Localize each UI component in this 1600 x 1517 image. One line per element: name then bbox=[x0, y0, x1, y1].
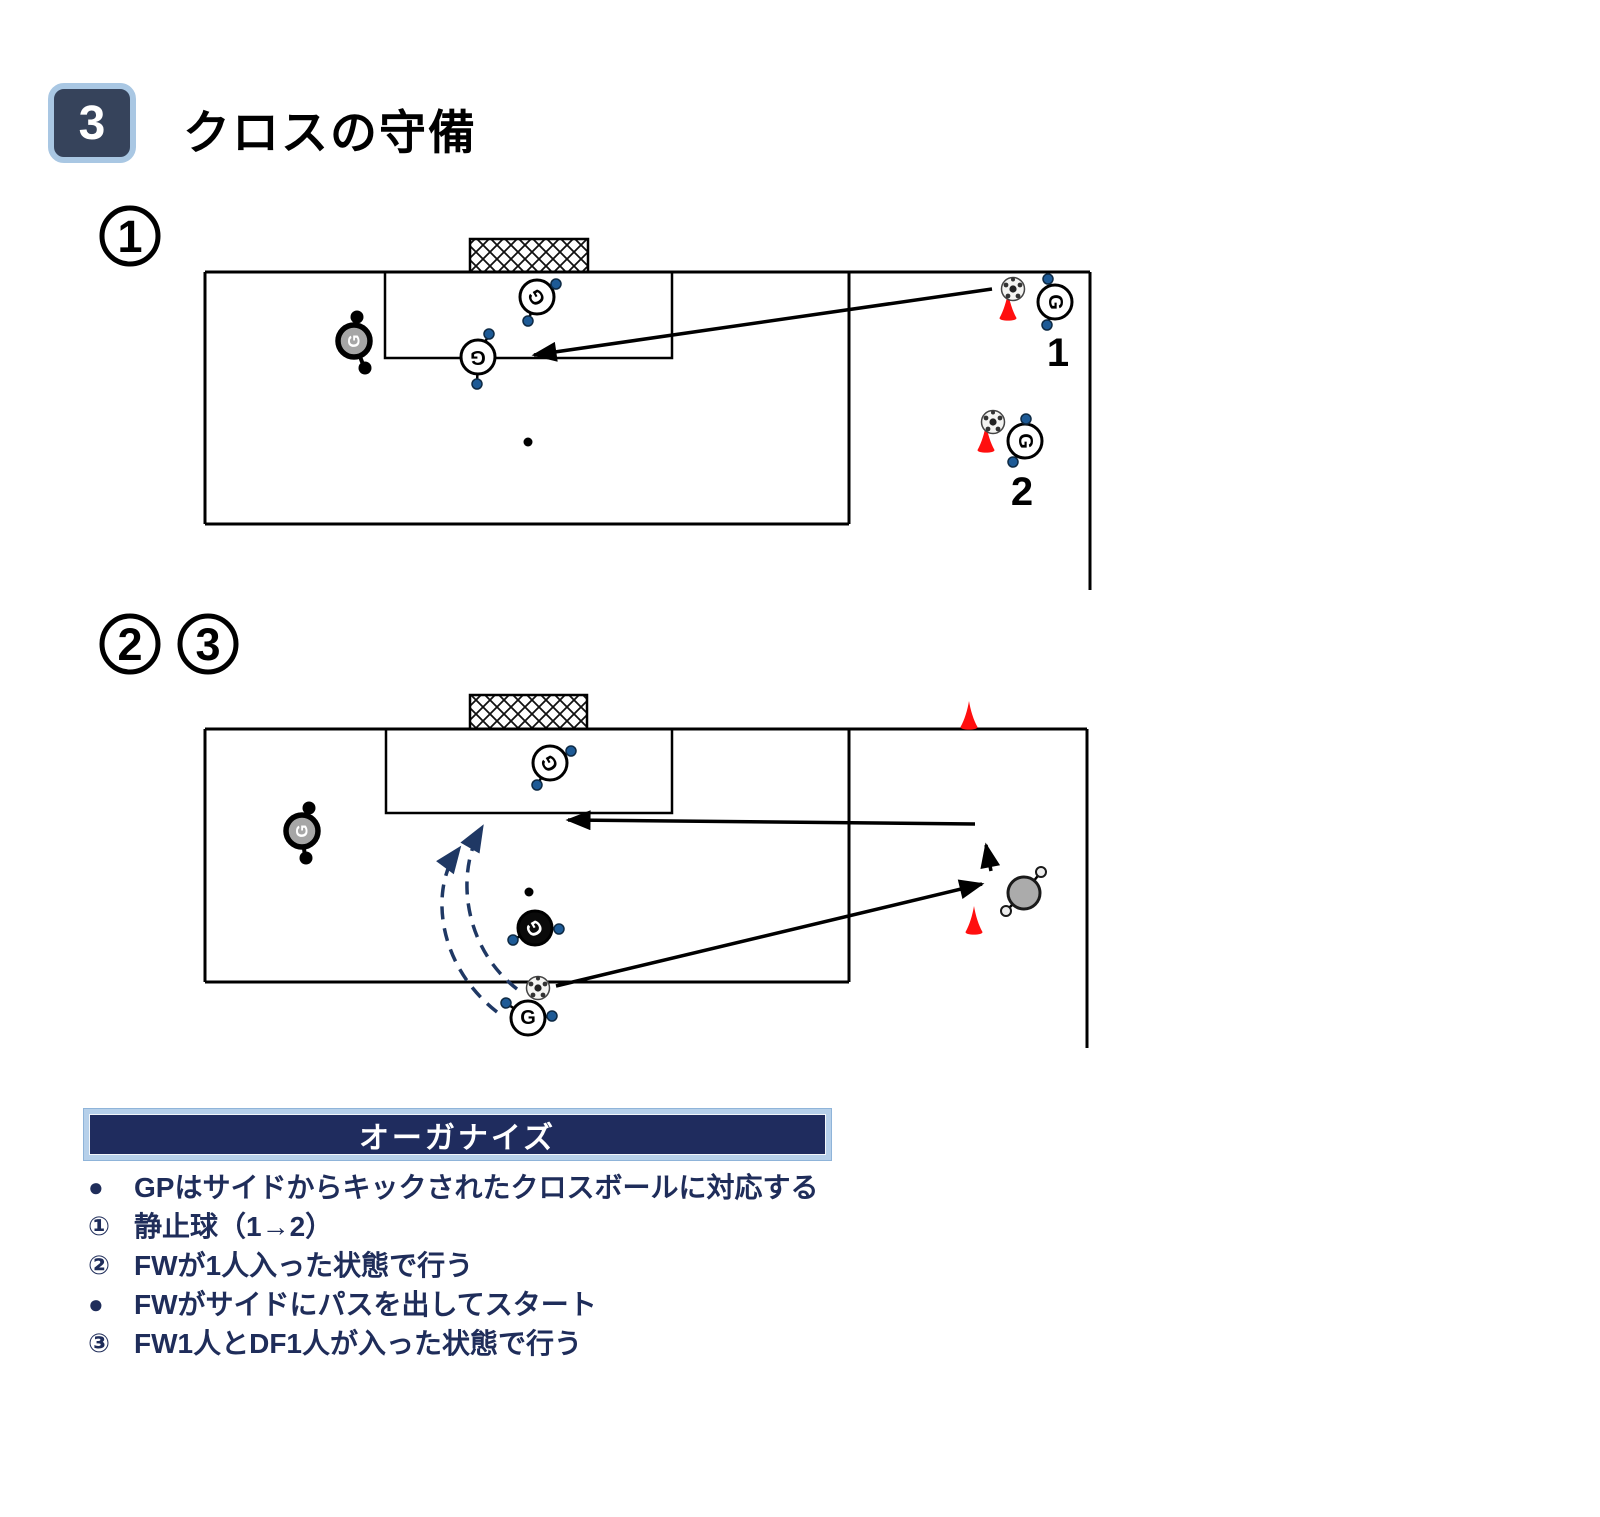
organize-item-text: 静止球（1→2） bbox=[134, 1211, 334, 1242]
step-1-label: 1 bbox=[99, 205, 161, 267]
pitch-lines-1 bbox=[203, 270, 1092, 590]
coach-letter: G bbox=[345, 334, 364, 347]
penalty-spot-2 bbox=[524, 887, 534, 897]
position-2-label: 2 bbox=[1011, 470, 1033, 514]
pass-arrow bbox=[555, 879, 985, 988]
organize-list: ● GPはサイドからキックされたクロスボールに対応する ① 静止球（1→2） ②… bbox=[88, 1168, 948, 1363]
cross-arrow-1 bbox=[531, 287, 993, 362]
gk-run-dashed-arrow-inner bbox=[460, 824, 519, 991]
run-up-arrow bbox=[980, 842, 1001, 872]
gk-letter: G bbox=[520, 1007, 536, 1029]
penalty-box-1 bbox=[383, 270, 674, 360]
goal-net-2 bbox=[468, 693, 589, 731]
gk-letter: G bbox=[470, 346, 486, 368]
coach-letter: G bbox=[293, 824, 312, 837]
cross-arrow-2 bbox=[565, 810, 976, 831]
gk-marker: G bbox=[500, 997, 558, 1037]
circled-1-icon: ① bbox=[88, 1211, 111, 1241]
fw-marker: G bbox=[507, 909, 565, 947]
diagram-1: 1 G G bbox=[99, 205, 1092, 590]
organize-item-text: GPはサイドからキックされたクロスボールに対応する bbox=[134, 1172, 819, 1203]
diagram-2-3: 2 3 G bbox=[99, 613, 1089, 1048]
gk-marker: G bbox=[459, 328, 497, 390]
gk-marker: G bbox=[518, 278, 562, 327]
organize-item: ● FWがサイドにパスを出してスタート bbox=[88, 1285, 948, 1324]
cone bbox=[965, 906, 983, 935]
ball bbox=[1000, 276, 1026, 302]
gk-letter: G bbox=[1044, 294, 1066, 310]
ball bbox=[980, 409, 1006, 435]
circled-3-icon: ③ bbox=[88, 1328, 111, 1358]
organize-item: ② FWが1人入った状態で行う bbox=[88, 1246, 948, 1285]
gk-marker: G bbox=[1036, 273, 1074, 331]
step-2-label: 2 bbox=[99, 613, 161, 675]
organize-item: ③ FW1人とDF1人が入った状態で行う bbox=[88, 1324, 948, 1363]
df-marker bbox=[1000, 866, 1047, 917]
section-number: 3 bbox=[78, 96, 106, 150]
bullet-icon: ● bbox=[88, 1289, 104, 1319]
organize-item-text: FW1人とDF1人が入った状態で行う bbox=[134, 1328, 583, 1359]
penalty-spot-1 bbox=[523, 437, 533, 447]
organize-item: ① 静止球（1→2） bbox=[88, 1207, 948, 1246]
step-2-number: 2 bbox=[117, 619, 142, 670]
section-number-badge: 3 bbox=[48, 83, 136, 163]
organize-title: オーガナイズ bbox=[89, 1114, 826, 1155]
gk-letter: G bbox=[1014, 433, 1036, 449]
step-3-number: 3 bbox=[195, 619, 220, 670]
page-title: クロスの守備 bbox=[183, 106, 477, 159]
step-1-number: 1 bbox=[117, 211, 142, 262]
goal-net-1 bbox=[468, 237, 590, 274]
organize-header-bar: オーガナイズ bbox=[83, 1108, 832, 1161]
step-3-label: 3 bbox=[177, 613, 239, 675]
position-1-label: 1 bbox=[1047, 331, 1069, 375]
cone bbox=[960, 701, 978, 730]
organize-item: ● GPはサイドからキックされたクロスボールに対応する bbox=[88, 1168, 948, 1207]
gk-marker: G bbox=[531, 744, 577, 791]
circled-2-icon: ② bbox=[88, 1250, 111, 1280]
ball bbox=[525, 975, 551, 1001]
coach-marker: G bbox=[283, 801, 321, 865]
organize-item-text: FWがサイドにパスを出してスタート bbox=[134, 1289, 597, 1320]
gk-marker: G bbox=[1006, 413, 1044, 468]
gk-run-dashed-arrow-outer bbox=[436, 845, 499, 1014]
bullet-icon: ● bbox=[88, 1172, 104, 1202]
coach-marker: G bbox=[335, 310, 373, 375]
pitch-lines-2 bbox=[203, 727, 1089, 1048]
penalty-box-2 bbox=[384, 727, 674, 815]
organize-item-text: FWが1人入った状態で行う bbox=[134, 1250, 474, 1281]
